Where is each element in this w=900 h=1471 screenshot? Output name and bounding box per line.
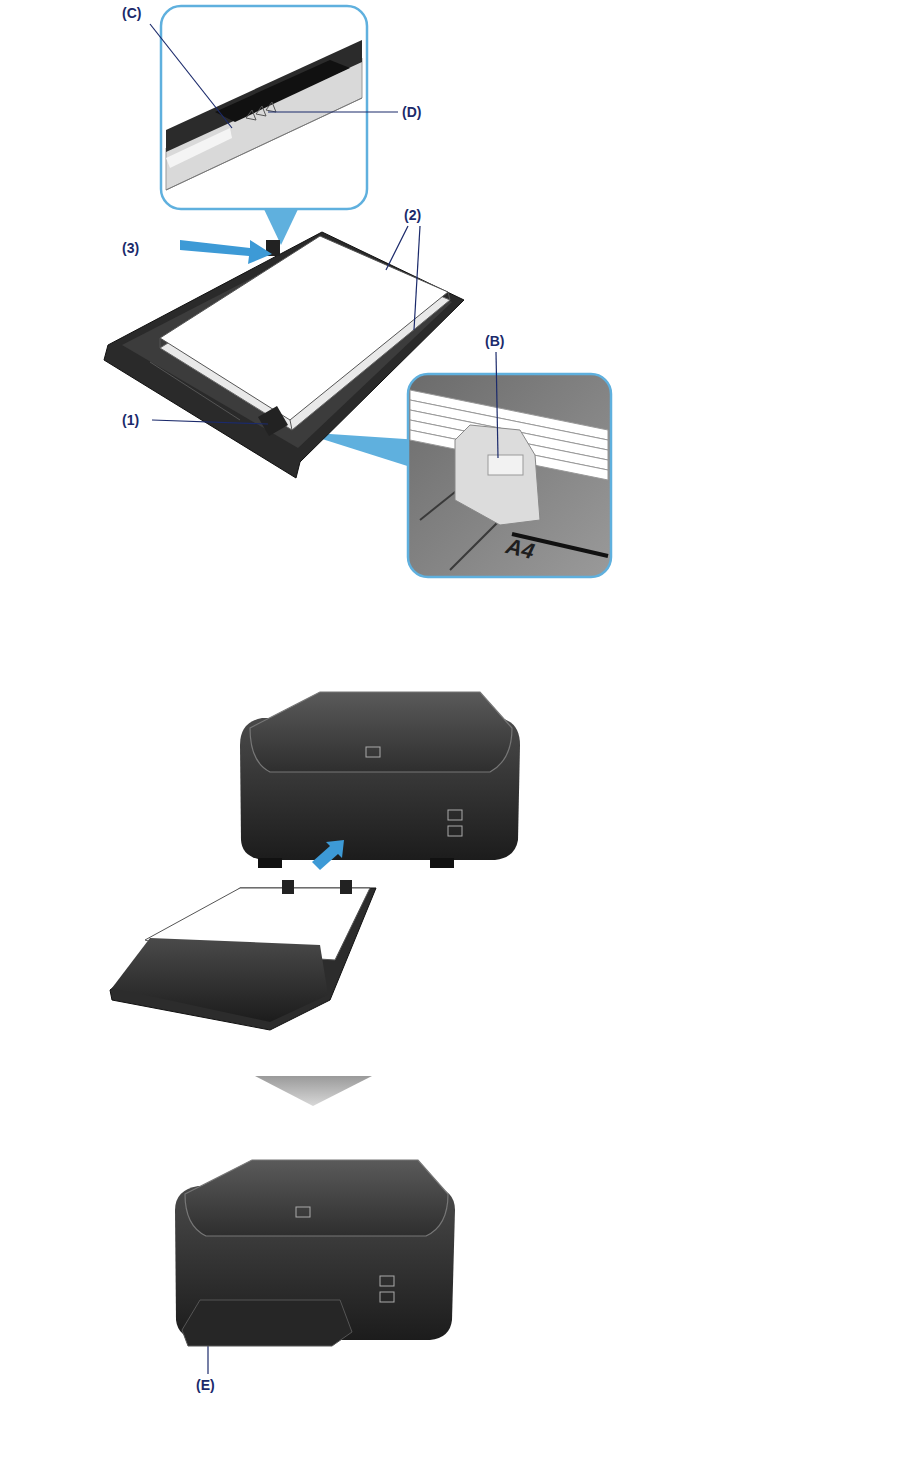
callout-label: (3) bbox=[122, 241, 139, 255]
paper-cassette bbox=[110, 880, 376, 1030]
paper-guide-detail bbox=[410, 390, 608, 570]
tray-guide-detail bbox=[166, 40, 362, 190]
printer bbox=[175, 1160, 455, 1346]
zoom-inset bbox=[408, 374, 611, 577]
callout-label: (B) bbox=[485, 334, 504, 348]
step-arrow bbox=[255, 1076, 372, 1106]
zoom-inset bbox=[161, 6, 367, 209]
callout-label: (1) bbox=[122, 413, 139, 427]
callout-label: (E) bbox=[196, 1378, 215, 1392]
callout-label: (D) bbox=[402, 105, 421, 119]
printer bbox=[240, 692, 520, 868]
insert-arrow bbox=[312, 840, 344, 870]
callout-label: (C) bbox=[122, 6, 141, 20]
callout-label: (2) bbox=[404, 208, 421, 222]
zoom-pointer bbox=[262, 205, 300, 245]
push-arrow bbox=[180, 240, 272, 264]
